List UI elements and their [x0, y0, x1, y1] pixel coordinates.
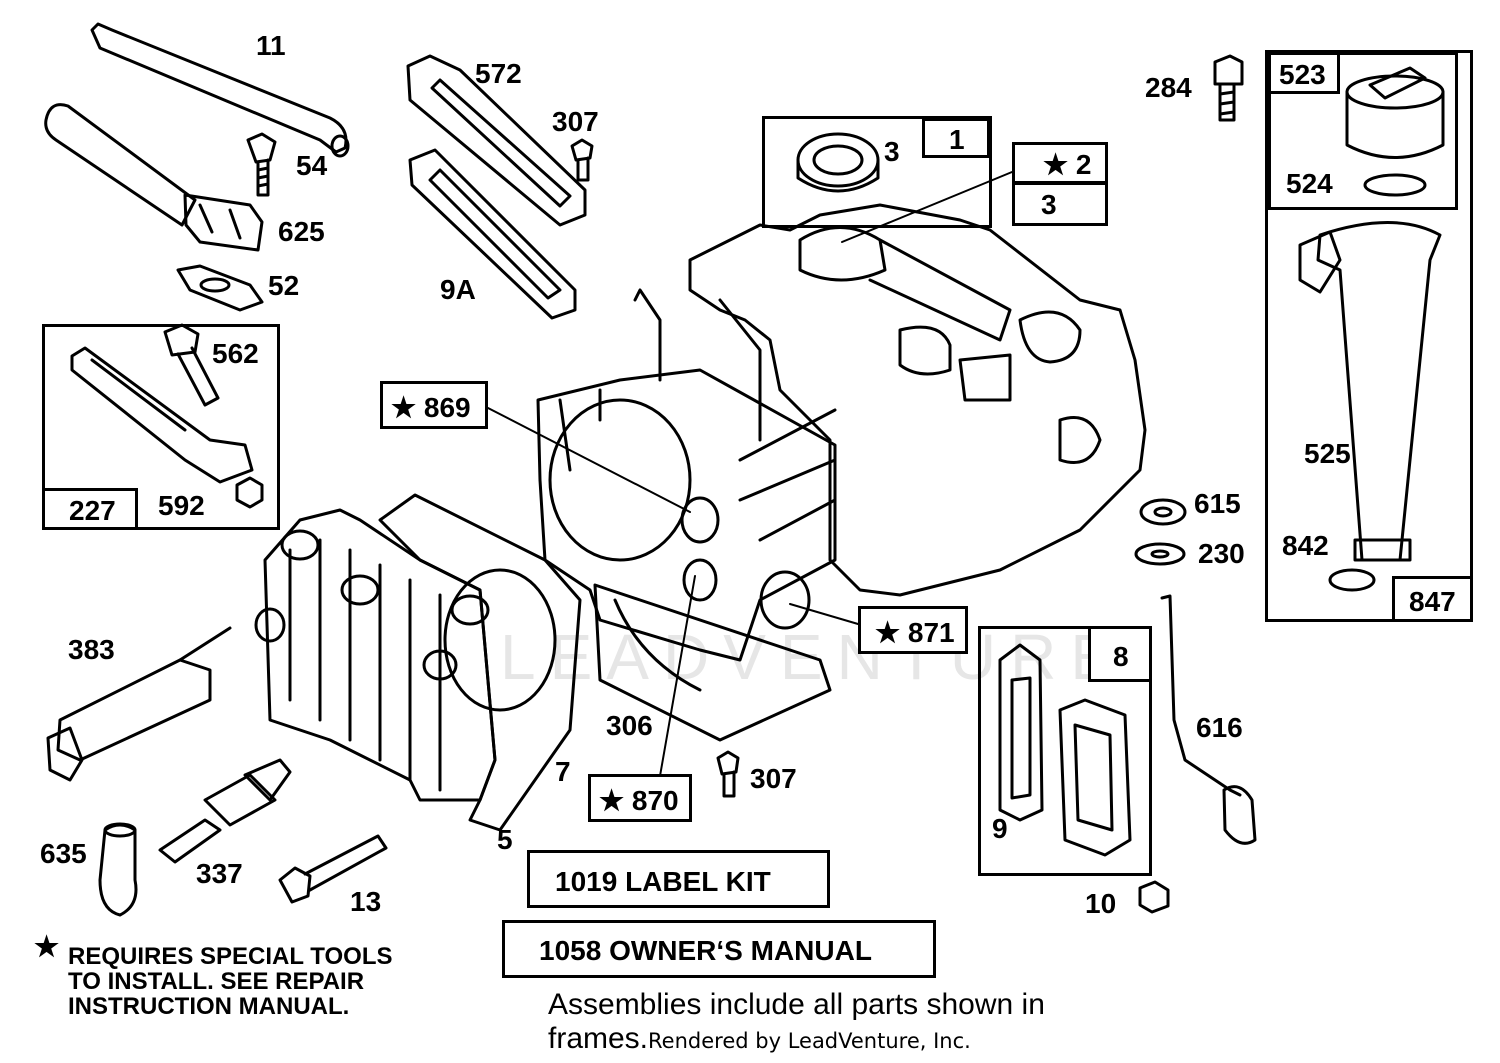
callout-525: 525: [1304, 438, 1351, 469]
label-kit-text: 1019 LABEL KIT: [555, 866, 771, 897]
washer-230-icon: [1134, 542, 1186, 566]
nut-592-icon: [235, 476, 264, 509]
callout-11: 11: [256, 30, 286, 61]
screw-54-icon: [246, 132, 277, 197]
special-tools-note-line3: INSTRUCTION MANUAL.: [68, 993, 350, 1020]
callout-10: 10: [1085, 888, 1117, 919]
breather-tube-icon: [90, 22, 350, 158]
callout-307-bottom: 307: [750, 763, 797, 794]
frame-assembly-1: [762, 116, 992, 228]
frame-assembly-227: [42, 324, 280, 530]
screw-307-icon: [570, 138, 594, 182]
cylinder-head-icon: [254, 508, 497, 802]
breather-hose-icon: [44, 103, 264, 252]
spark-plug-icon: [158, 758, 292, 864]
o-ring-842-icon: [1328, 568, 1376, 592]
o-ring-524-icon: [1363, 173, 1427, 197]
owners-manual-text: 1058 OWNER‘S MANUAL: [539, 935, 872, 966]
cylinder-block-icon: [536, 203, 1147, 742]
callout-615: 615: [1194, 488, 1241, 519]
oil-fill-tube-icon: [1298, 221, 1442, 562]
special-tools-star: ★: [34, 931, 60, 962]
assemblies-note-line1: Assemblies include all parts shown in: [548, 988, 1045, 1021]
oil-seal-icon: [796, 132, 880, 193]
boxed-label-2: ★ 2: [1012, 142, 1108, 184]
callout-616: 616: [1196, 712, 1243, 743]
callout-9a: 9A: [440, 274, 476, 305]
bolt-13-icon: [278, 834, 388, 904]
spark-plug-boot-icon: [98, 822, 138, 917]
dipstick-icon: [1160, 594, 1257, 845]
label-kit-box: 1019 LABEL KIT: [527, 850, 830, 908]
owners-manual-box: 1058 OWNER‘S MANUAL: [502, 920, 936, 978]
callout-13: 13: [350, 886, 382, 917]
callout-306: 306: [606, 710, 653, 741]
callout-3: 3: [884, 136, 900, 167]
oil-fill-cap-icon: [1345, 66, 1445, 159]
rendered-by-credit: Rendered by LeadVenture, Inc.: [648, 1029, 971, 1053]
callout-592: 592: [158, 490, 205, 521]
boxed-label-523: 523: [1268, 52, 1340, 94]
assemblies-note-line2: frames.Rendered by LeadVenture, Inc.: [548, 1022, 971, 1058]
callout-635: 635: [40, 838, 87, 869]
breather-gasket-9a-icon: [408, 148, 577, 320]
callout-54: 54: [296, 150, 328, 181]
callout-337: 337: [196, 858, 243, 889]
callout-52: 52: [268, 270, 300, 301]
boxed-label-871: ★ 871: [858, 606, 968, 654]
frame-assembly-8: [978, 626, 1152, 876]
callout-9: 9: [992, 813, 1008, 844]
gasket-52-icon: [176, 264, 264, 312]
screw-284-icon: [1213, 54, 1244, 122]
callout-7: 7: [555, 756, 571, 787]
leader-line-871: [789, 603, 859, 625]
nut-615-icon: [1139, 498, 1187, 526]
boxed-label-8: 8: [1088, 626, 1152, 682]
boxed-label-1: 1: [922, 118, 990, 158]
callout-383: 383: [68, 634, 115, 665]
breather-cover-572-icon: [406, 54, 587, 227]
frame-assembly-523: [1268, 52, 1458, 210]
assemblies-note-frames: frames.: [548, 1022, 649, 1055]
callout-842: 842: [1282, 530, 1329, 561]
callout-562: 562: [212, 338, 259, 369]
boxed-label-847: 847: [1392, 576, 1473, 622]
callout-230: 230: [1198, 538, 1245, 569]
frame-assembly-847: [1265, 50, 1473, 622]
callout-572: 572: [475, 58, 522, 89]
boxed-label-227: 227: [42, 488, 138, 530]
breather-gasket-9-icon: [998, 643, 1044, 822]
callout-625: 625: [278, 216, 325, 247]
head-gasket-icon: [378, 493, 582, 832]
breather-assembly-icon: [1058, 698, 1132, 857]
special-tools-note-line2: TO INSTALL. SEE REPAIR: [68, 968, 365, 995]
screw-307b-icon: [716, 750, 740, 798]
leader-line-870: [659, 575, 696, 777]
governor-lever-icon: [70, 346, 254, 484]
callout-307-top: 307: [552, 106, 599, 137]
callout-284: 284: [1145, 72, 1192, 103]
leader-line-869: [487, 407, 691, 513]
boxed-label-3: 3: [1012, 182, 1108, 226]
special-tools-note-line1: REQUIRES SPECIAL TOOLS: [68, 943, 393, 970]
callout-524: 524: [1286, 168, 1333, 199]
boxed-label-870: ★ 870: [588, 774, 692, 822]
callout-5: 5: [497, 824, 513, 855]
leader-line-2: [841, 171, 1013, 243]
screw-10-icon: [1138, 880, 1170, 914]
boxed-label-869: ★ 869: [380, 381, 488, 429]
spark-plug-wrench-icon: [46, 626, 232, 782]
